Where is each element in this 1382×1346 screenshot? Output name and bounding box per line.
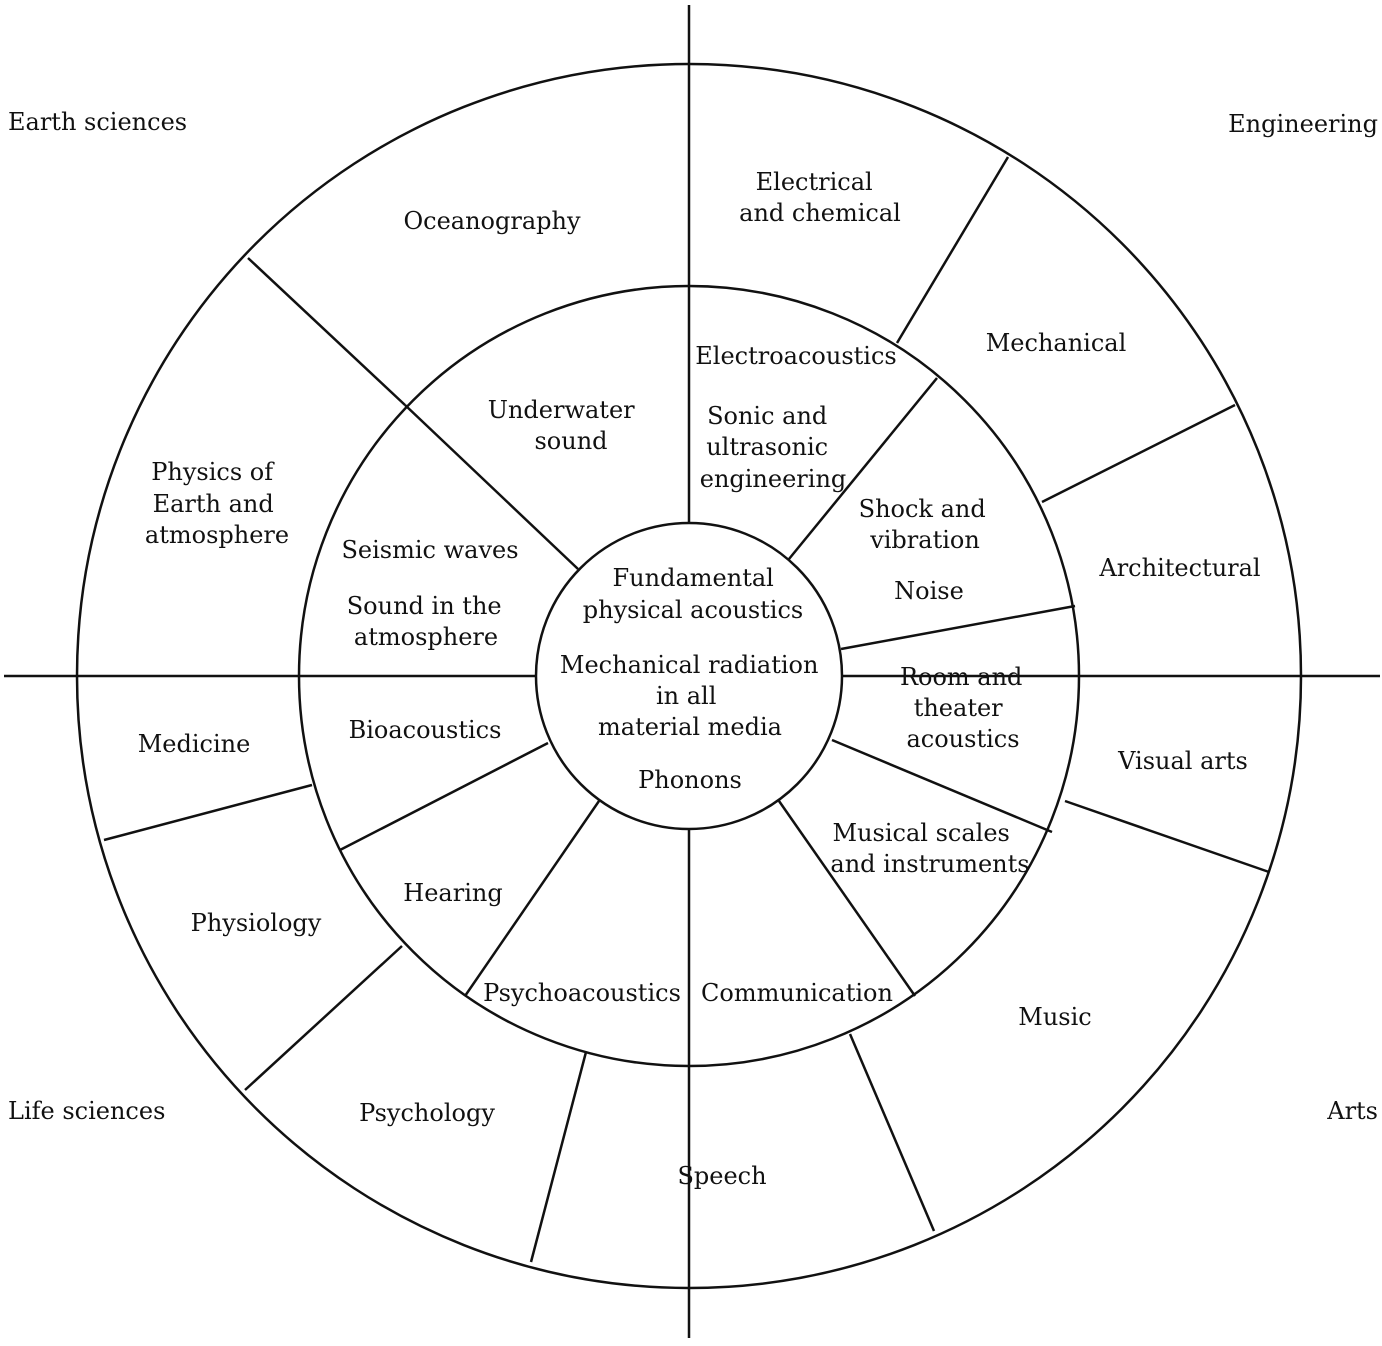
divider-psychology-physiology xyxy=(244,945,403,1091)
divider-electro-shock xyxy=(788,377,938,560)
label-hearing: Hearing xyxy=(403,879,502,907)
label-room-theater: Room and theater acoustics xyxy=(900,663,1030,753)
label-electrical-chemical: Electrical and chemical xyxy=(739,168,901,227)
divider-hearing-bio xyxy=(339,741,549,852)
label-speech: Speech xyxy=(677,1162,766,1190)
label-shock-vibration: Shock and vibration xyxy=(859,495,994,554)
label-fundamental: Fundamental physical acoustics xyxy=(583,564,803,624)
divider-room-musical xyxy=(831,738,1053,834)
label-oceanography: Oceanography xyxy=(403,207,581,235)
label-phonons: Phonons xyxy=(638,766,742,794)
divider-musical-communication xyxy=(777,800,917,997)
label-mechanical: Mechanical xyxy=(986,329,1127,357)
corner-label-engineering: Engineering xyxy=(1228,110,1378,138)
center-circle xyxy=(534,521,844,831)
label-music: Music xyxy=(1018,1003,1091,1031)
label-sonic-ultrasonic: Sonic and ultrasonic engineering xyxy=(700,402,847,493)
label-mechanical-radiation: Mechanical radiation in all material med… xyxy=(560,651,826,741)
divider-psycho-hearing xyxy=(463,800,601,997)
inner-dividers xyxy=(339,377,1076,997)
divider-shock-room xyxy=(840,604,1076,651)
label-sound-atmosphere: Sound in the atmosphere xyxy=(347,592,510,651)
label-bioacoustics: Bioacoustics xyxy=(349,716,502,744)
label-visual-arts: Visual arts xyxy=(1117,747,1248,775)
label-psychoacoustics: Psychoacoustics xyxy=(483,979,681,1007)
label-physiology: Physiology xyxy=(191,909,322,937)
label-seismic-waves: Seismic waves xyxy=(341,536,518,564)
label-psychology: Psychology xyxy=(359,1099,495,1127)
label-noise: Noise xyxy=(894,577,964,605)
corner-label-life-sciences: Life sciences xyxy=(8,1097,166,1125)
middle-ring-circle xyxy=(297,284,1081,1068)
label-medicine: Medicine xyxy=(138,730,251,758)
outer-dividers xyxy=(103,156,1270,1263)
outer-ring-circle xyxy=(75,62,1303,1290)
divider-electrical-mechanical xyxy=(895,156,1010,344)
divider-speech-psychology xyxy=(529,1051,588,1263)
divider-physiology-medicine xyxy=(103,783,313,842)
divider-physics-oceanography xyxy=(247,257,406,406)
label-underwater-sound: Underwater sound xyxy=(488,396,643,455)
label-musical-scales: Musical scales and instruments xyxy=(830,819,1029,878)
divider-seismic-underwater xyxy=(404,404,579,570)
label-electroacoustics: Electroacoustics xyxy=(695,342,896,370)
divider-music-speech xyxy=(848,1033,936,1232)
label-architectural: Architectural xyxy=(1098,554,1260,582)
corner-label-arts: Arts xyxy=(1327,1097,1378,1125)
corner-label-earth-sciences: Earth sciences xyxy=(8,108,188,136)
divider-mechanical-architectural xyxy=(1041,403,1236,504)
divider-visual-music xyxy=(1064,799,1270,874)
label-physics-earth: Physics of Earth and atmosphere xyxy=(145,458,289,549)
label-communication: Communication xyxy=(701,979,893,1007)
